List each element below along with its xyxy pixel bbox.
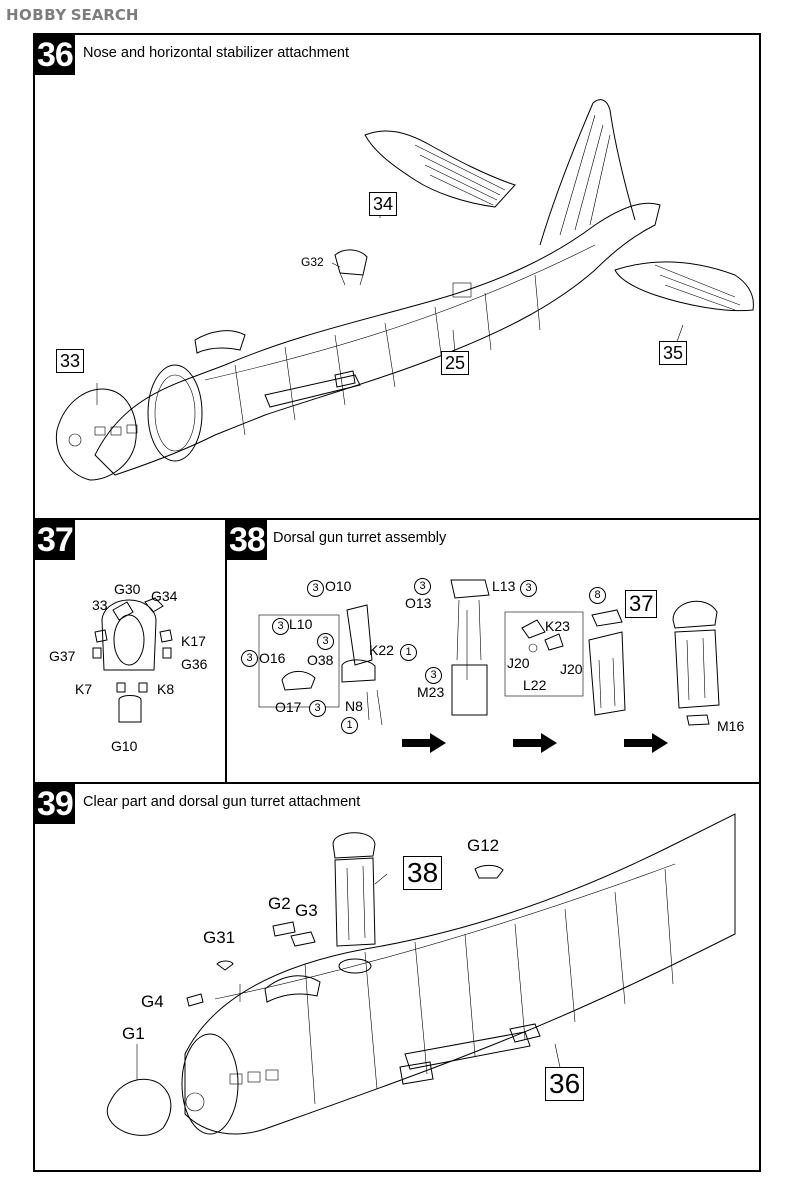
part-o16-label: O16 (259, 650, 286, 666)
turret-assembly-diagram (258, 579, 720, 726)
part-l22-label: L22 (523, 677, 547, 693)
b17-fuselage-illustration (55, 99, 754, 481)
step-36-number: 36 (35, 35, 75, 75)
part-k17-label: K17 (181, 633, 206, 649)
part-k7-label: K7 (75, 681, 93, 697)
watermark-text: SEARCH (70, 6, 139, 24)
ref-36-label: 36 (545, 1067, 585, 1101)
step-39-panel: 39 Clear part and dorsal gun turret atta… (33, 782, 761, 1172)
turret-part-diagram (92, 597, 173, 723)
step-38-number: 38 (227, 520, 267, 560)
part-g34-label: G34 (151, 588, 178, 604)
circle-num: 3 (307, 580, 324, 597)
part-j20-label: J20 (560, 661, 583, 677)
part-35-label: 35 (659, 341, 688, 365)
part-o38-label: O38 (307, 652, 334, 668)
part-n8-label: N8 (345, 698, 363, 714)
circle-num: 1 (341, 717, 358, 734)
ref-38-label: 38 (403, 856, 443, 890)
circle-num: 3 (317, 633, 334, 650)
part-g1-label: G1 (122, 1024, 145, 1043)
part-g37-label: G37 (49, 648, 76, 664)
part-m23-label: M23 (417, 684, 445, 700)
right-arrow-icon (513, 733, 557, 753)
step-36-title: Nose and horizontal stabilizer attachmen… (83, 45, 349, 61)
step-38-title: Dorsal gun turret assembly (273, 530, 447, 546)
circle-num: 3 (241, 650, 258, 667)
part-g30-label: G30 (114, 581, 141, 597)
part-g10-label: G10 (111, 738, 138, 754)
part-g31-label: G31 (203, 928, 236, 947)
ref-37-label: 37 (625, 590, 658, 618)
part-34-label: 34 (369, 192, 398, 216)
part-g3-label: G3 (295, 901, 318, 920)
part-o13-label: O13 (405, 595, 432, 611)
part-25-label: 25 (441, 351, 470, 375)
step-39-title: Clear part and dorsal gun turret attachm… (83, 794, 361, 810)
part-k23-label: K23 (545, 618, 570, 634)
watermark: HOBBY SEARCH (6, 5, 139, 25)
step-37-panel: 37 G30 33 G34 K17 G37 G36 K7 K8 G10 (33, 518, 228, 784)
part-g2-label: G2 (268, 894, 291, 913)
part-l10-label: L10 (289, 616, 313, 632)
circle-num: 1 (400, 644, 417, 661)
b17-nose-illustration (106, 813, 736, 1136)
step-37-number: 37 (35, 520, 75, 560)
part-33-label: 33 (56, 349, 85, 373)
part-g4-label: G4 (141, 992, 164, 1011)
part-l13-label: L13 (492, 578, 516, 594)
step-36-panel: 36 Nose and horizontal stabilizer attach… (33, 33, 761, 520)
part-g12-label: G12 (467, 836, 500, 855)
circle-num: 3 (425, 667, 442, 684)
part-m16-label: M16 (717, 718, 745, 734)
circle-num: 3 (309, 700, 326, 717)
watermark-logo: HOBBY (6, 6, 67, 24)
part-g32-label: G32 (301, 255, 324, 269)
right-arrow-icon (402, 733, 446, 753)
circle-num: 8 (589, 587, 606, 604)
circle-num: 3 (414, 578, 431, 595)
circle-num: 3 (520, 580, 537, 597)
part-o10-label: O10 (325, 578, 352, 594)
step-38-panel: 38 Dorsal gun turret assembly 3 O10 3 O1… (225, 518, 761, 784)
right-arrow-icon (624, 733, 668, 753)
part-o17-label: O17 (275, 699, 302, 715)
part-33-label: 33 (92, 597, 108, 613)
part-k8-label: K8 (157, 681, 175, 697)
part-g36-label: G36 (181, 656, 208, 672)
step-39-number: 39 (35, 784, 75, 824)
part-j20-label: J20 (507, 655, 530, 671)
circle-num: 3 (272, 618, 289, 635)
part-k22-label: K22 (369, 642, 394, 658)
